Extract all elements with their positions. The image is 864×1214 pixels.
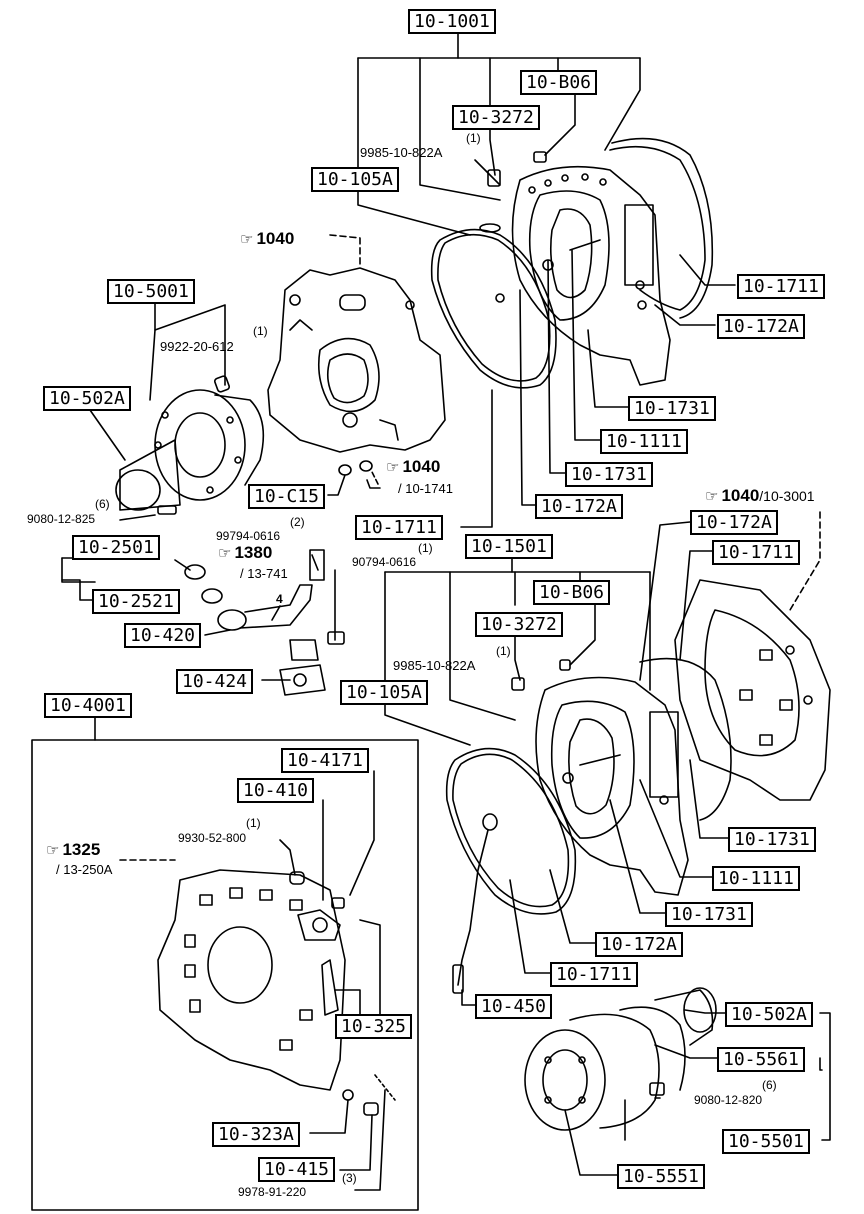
label-10-1711-r1: 10-1711 — [737, 274, 825, 299]
label-10-1711-r5: 10-1711 — [550, 962, 638, 987]
label-10-323a: 10-323A — [212, 1122, 300, 1147]
label-10-b06-mid: 10-B06 — [533, 580, 611, 605]
label-10-1731-r1: 10-1731 — [628, 396, 716, 421]
label-10-2501: 10-2501 — [72, 535, 160, 560]
ref-1325[interactable]: ☞1325 — [46, 840, 101, 859]
rotor-housing-top — [511, 137, 714, 386]
callout-4: 4 — [276, 592, 283, 606]
ref-1040-c[interactable]: ☞1040/10-3001 — [705, 486, 815, 505]
part-99794-0616: 99794-0616 — [216, 529, 281, 543]
label-10-1001: 10-1001 — [408, 9, 496, 34]
part-9985-10-822a-mid: 9985-10-822A — [393, 658, 476, 673]
label-10-105a-top: 10-105A — [311, 167, 399, 192]
label-10-4171: 10-4171 — [281, 748, 369, 773]
label-10-1731-r5: 10-1731 — [665, 902, 753, 927]
qty-9080-bot: (6) — [762, 1078, 777, 1092]
label-10-1731-r4: 10-1731 — [728, 827, 816, 852]
qty-9930: (1) — [246, 816, 261, 830]
label-10-b06-top: 10-B06 — [520, 70, 598, 95]
ref-1040-a[interactable]: ☞1040 — [240, 229, 295, 248]
pointing-hand-icon: ☞ — [705, 488, 719, 505]
part-9080-12-825: 9080-12-825 — [27, 512, 96, 526]
label-10-502a-left: 10-502A — [43, 386, 131, 411]
label-10-1111-r4: 10-1111 — [712, 866, 800, 891]
qty-9922: (1) — [253, 324, 268, 338]
label-10-172a-r1: 10-172A — [717, 314, 805, 339]
label-10-410: 10-410 — [237, 778, 315, 803]
part-9978-91-220: 9978-91-220 — [238, 1185, 307, 1199]
label-10-5561: 10-5561 — [717, 1047, 805, 1072]
label-10-4001: 10-4001 — [44, 693, 132, 718]
part-9080-12-820: 9080-12-820 — [694, 1093, 763, 1107]
pointing-hand-icon: ☞ — [386, 459, 400, 476]
label-10-172a-r2: 10-172A — [535, 494, 623, 519]
rotor-housing-mid — [535, 657, 732, 896]
label-10-5501: 10-5501 — [722, 1129, 810, 1154]
ref-1040-b-sub: / 10-1741 — [398, 481, 453, 496]
pointing-hand-icon: ☞ — [46, 842, 60, 859]
label-10-3272-top: 10-3272 — [452, 105, 540, 130]
ref-1040-b[interactable]: ☞1040 — [386, 457, 441, 476]
label-10-2521: 10-2521 — [92, 589, 180, 614]
label-10-450: 10-450 — [475, 994, 553, 1019]
label-10-325: 10-325 — [335, 1014, 413, 1039]
rear-housing — [674, 579, 831, 801]
oil-pipe — [184, 460, 373, 696]
leaders-top — [89, 29, 736, 528]
label-10-172a-r3: 10-172A — [690, 510, 778, 535]
label-10-1711-mid: 10-1711 — [355, 515, 443, 540]
part-9985-10-822a-top: 9985-10-822A — [360, 145, 443, 160]
label-10-1501: 10-1501 — [465, 534, 553, 559]
qty-9985-mid: (1) — [496, 644, 511, 658]
label-10-105a-mid: 10-105A — [340, 680, 428, 705]
part-90794-0616: 90794-0616 — [352, 555, 417, 569]
label-10-415: 10-415 — [258, 1157, 336, 1182]
part-9922-20-612: 9922-20-612 — [160, 339, 234, 354]
qty-9978: (3) — [342, 1171, 357, 1185]
label-10-424: 10-424 — [176, 669, 254, 694]
label-10-1711-r3: 10-1711 — [712, 540, 800, 565]
front-cover — [267, 267, 446, 453]
ref-1380-sub: / 13-741 — [240, 566, 288, 581]
pulley-bottom — [524, 987, 717, 1131]
label-10-c15: 10-C15 — [248, 484, 326, 509]
qty-99794: (2) — [290, 515, 305, 529]
label-10-502a-right: 10-502A — [725, 1002, 813, 1027]
leaders-mid — [61, 234, 821, 1006]
label-10-1111-r1: 10-1111 — [600, 429, 688, 454]
housing-seal-mid — [445, 659, 577, 994]
label-10-5551: 10-5551 — [617, 1164, 705, 1189]
pointing-hand-icon: ☞ — [218, 545, 232, 562]
label-10-420: 10-420 — [124, 623, 202, 648]
label-10-3272-mid: 10-3272 — [475, 612, 563, 637]
qty-9985-top: (1) — [466, 131, 481, 145]
ref-1040-c-sub: /10-3001 — [759, 488, 815, 504]
label-10-1731-r2: 10-1731 — [565, 462, 653, 487]
label-10-5001: 10-5001 — [107, 279, 195, 304]
qty-9080-top: (6) — [95, 497, 110, 511]
qty-90794: (1) — [418, 541, 433, 555]
ref-1380[interactable]: ☞1380 — [218, 543, 273, 562]
rear-plate — [157, 869, 396, 1116]
label-10-172a-r5: 10-172A — [595, 932, 683, 957]
leaders-bottom — [31, 714, 831, 1211]
housing-seal-top — [430, 151, 557, 389]
pointing-hand-icon: ☞ — [240, 231, 254, 248]
part-9930-52-800: 9930-52-800 — [178, 831, 247, 845]
pulley-top — [115, 375, 265, 515]
ref-1325-sub: / 13-250A — [56, 862, 113, 877]
